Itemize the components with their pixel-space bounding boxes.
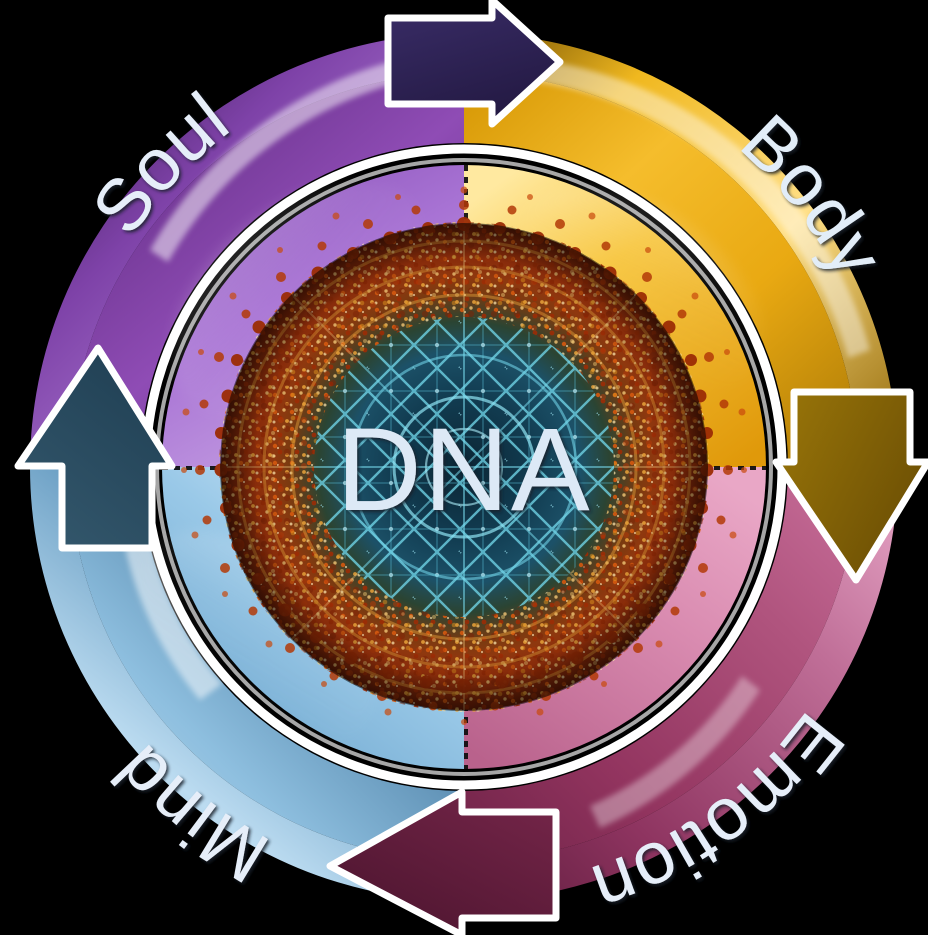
center-label: DNA [336,404,591,536]
rim-mind [30,467,464,901]
dna-edge-fade [220,223,708,711]
dna-molecule [181,186,747,725]
arrow-soul-to-body [384,0,564,128]
arrow-mind-to-soul [14,344,176,552]
arrow-emotion-to-mind [326,788,560,935]
arrow-body-to-emotion [772,388,928,584]
